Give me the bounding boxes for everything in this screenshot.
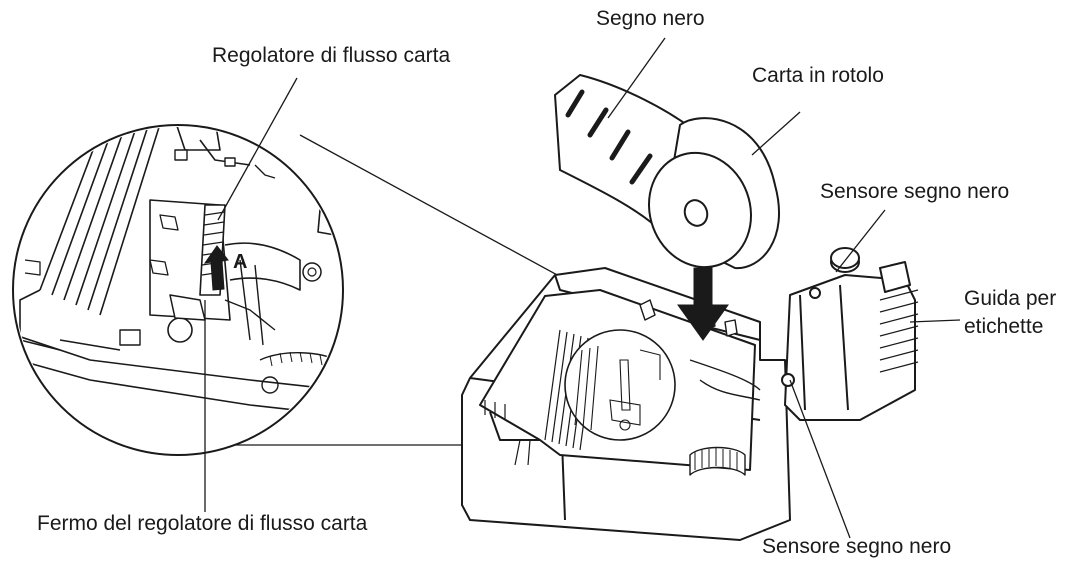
printer-cover-platen <box>781 247 919 421</box>
black-marks <box>565 89 653 185</box>
arrow-label-a: A <box>233 251 247 273</box>
label-guida-etichette-line1: Guida per <box>964 287 1057 310</box>
label-guida-etichette-line2: etichette <box>964 315 1044 338</box>
label-carta-in-rotolo: Carta in rotolo <box>752 64 884 87</box>
magnified-detail-content <box>15 127 341 416</box>
callout-leader-lines <box>204 37 961 539</box>
label-fermo-regolatore: Fermo del regolatore di flusso carta <box>37 512 368 535</box>
paper-roll <box>554 74 780 270</box>
insert-down-arrow-icon <box>677 267 729 341</box>
small-circle-detail <box>574 345 661 431</box>
label-segno-nero: Segno nero <box>596 7 705 30</box>
label-sensore-segno-nero-bottom: Sensore segno nero <box>762 535 952 558</box>
direction-a-arrow-icon <box>203 245 229 291</box>
label-regolatore-flusso-carta: Regolatore di flusso carta <box>212 44 451 67</box>
label-sensore-segno-nero-top: Sensore segno nero <box>820 180 1010 203</box>
